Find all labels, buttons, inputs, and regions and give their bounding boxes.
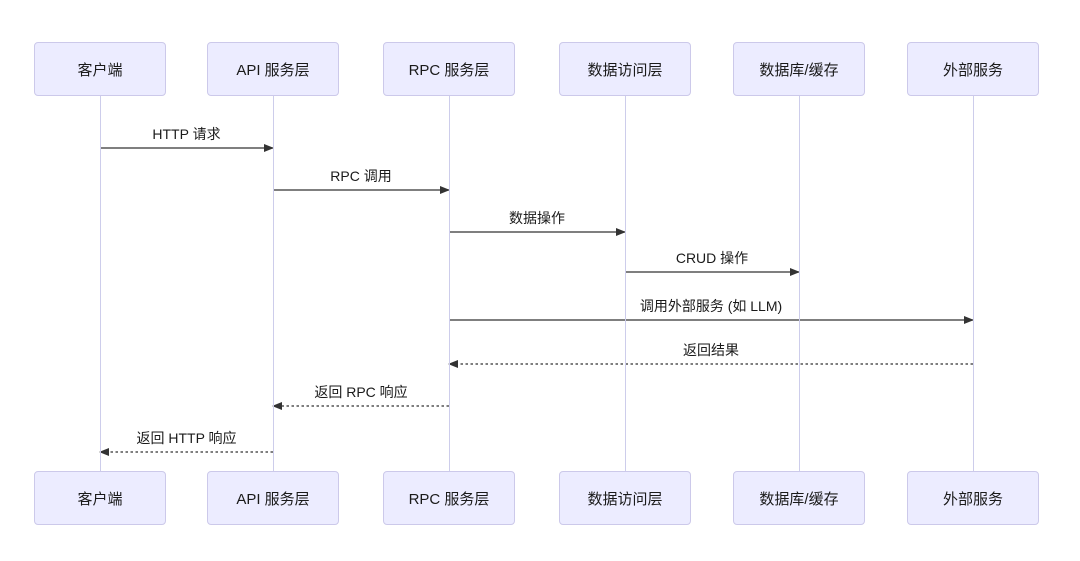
message-label: HTTP 请求 bbox=[152, 126, 221, 142]
actor-label: API 服务层 bbox=[236, 490, 310, 508]
actor-bottom-client: 客户端 bbox=[34, 471, 166, 525]
actor-top-rpc-layer: RPC 服务层 bbox=[383, 42, 515, 96]
actor-top-api-layer: API 服务层 bbox=[207, 42, 339, 96]
lifeline-data-access-layer bbox=[624, 96, 626, 471]
message-label: 数据操作 bbox=[509, 210, 565, 226]
actor-bottom-data-access-layer: 数据访问层 bbox=[559, 471, 691, 525]
actor-label: 外部服务 bbox=[942, 490, 1003, 508]
lifeline-client bbox=[99, 96, 101, 471]
lifeline-external-service bbox=[972, 96, 974, 471]
message-label: 返回结果 bbox=[683, 342, 739, 358]
actor-label: RPC 服务层 bbox=[408, 61, 490, 79]
message-label: 调用外部服务 (如 LLM) bbox=[639, 298, 783, 314]
actor-bottom-rpc-layer: RPC 服务层 bbox=[383, 471, 515, 525]
actor-label: 数据库/缓存 bbox=[759, 61, 839, 79]
actor-label: API 服务层 bbox=[236, 61, 310, 79]
message-label: 返回 HTTP 响应 bbox=[136, 430, 237, 446]
actor-label: RPC 服务层 bbox=[408, 490, 490, 508]
message-label: RPC 调用 bbox=[330, 168, 392, 184]
actor-label: 外部服务 bbox=[942, 61, 1003, 79]
actor-bottom-external-service: 外部服务 bbox=[907, 471, 1039, 525]
actor-top-client: 客户端 bbox=[34, 42, 166, 96]
message-label: CRUD 操作 bbox=[675, 250, 749, 266]
lifeline-api-layer bbox=[272, 96, 274, 471]
actor-top-data-access-layer: 数据访问层 bbox=[559, 42, 691, 96]
actor-label: 数据库/缓存 bbox=[759, 490, 839, 508]
actor-bottom-api-layer: API 服务层 bbox=[207, 471, 339, 525]
actor-top-external-service: 外部服务 bbox=[907, 42, 1039, 96]
actor-label: 数据访问层 bbox=[587, 490, 663, 508]
actor-label: 客户端 bbox=[77, 490, 123, 508]
actor-label: 数据访问层 bbox=[587, 61, 663, 79]
actor-bottom-db-cache: 数据库/缓存 bbox=[733, 471, 865, 525]
message-label: 返回 RPC 响应 bbox=[314, 384, 408, 400]
lifeline-db-cache bbox=[798, 96, 800, 471]
actor-top-db-cache: 数据库/缓存 bbox=[733, 42, 865, 96]
actor-label: 客户端 bbox=[77, 61, 123, 79]
lifeline-rpc-layer bbox=[448, 96, 450, 471]
